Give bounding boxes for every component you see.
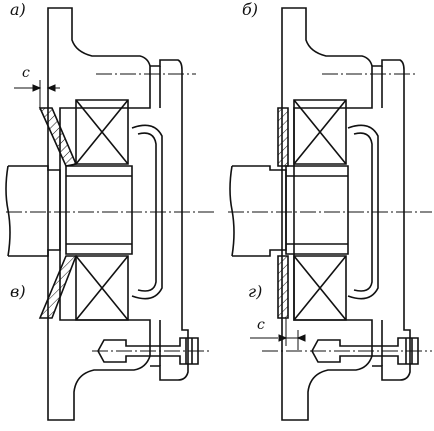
- label-b: б): [242, 0, 259, 19]
- left-shaft: [8, 166, 60, 256]
- left-view: [6, 8, 198, 420]
- left-taper-washer-upper: [40, 108, 76, 166]
- left-centerlines: [6, 74, 214, 351]
- right-flat-washer-upper: [278, 108, 288, 166]
- left-cover-outline: [150, 60, 188, 380]
- right-clearance-dim: [250, 318, 305, 350]
- right-shaft: [232, 166, 286, 256]
- left-housing-outline: [48, 8, 150, 420]
- left-spacer-sleeve: [66, 166, 132, 254]
- right-spacer-sleeve: [286, 166, 348, 254]
- right-centerlines: [228, 74, 432, 351]
- right-bearing-lower: [294, 256, 346, 320]
- left-taper-washer-lower: [40, 256, 76, 318]
- label-g: г): [248, 282, 263, 301]
- right-bolt: [312, 338, 418, 364]
- label-a: а): [10, 0, 26, 19]
- clearance-label-right: c: [257, 317, 265, 333]
- left-clearance-dim: [14, 80, 60, 110]
- left-bearing-upper: [76, 100, 128, 164]
- right-flat-washer-lower: [278, 256, 288, 318]
- right-cover-outline: [372, 60, 410, 380]
- right-view: [230, 8, 418, 420]
- left-bolt: [98, 338, 198, 364]
- left-bearing-lower: [76, 256, 128, 320]
- label-v: в): [10, 282, 26, 301]
- right-housing-outline: [282, 8, 372, 420]
- clearance-label-left: c: [22, 65, 30, 81]
- right-bearing-upper: [294, 100, 346, 164]
